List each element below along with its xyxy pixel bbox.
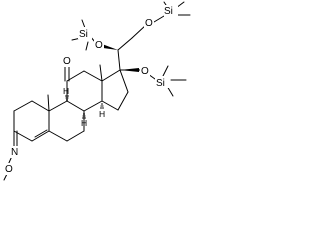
atom-labels: Si O Si O O Si O N O H H H bbox=[4, 5, 178, 175]
stereo-bonds bbox=[65, 44, 139, 119]
steroid-structure-diagram: Si O Si O O Si O N O H H H bbox=[3, 1, 191, 181]
methoxy-oxygen: O bbox=[5, 164, 13, 175]
silicon-atom-right: Si bbox=[156, 78, 165, 89]
bond-lines bbox=[3, 1, 191, 181]
ketone-oxygen: O bbox=[63, 56, 71, 67]
hydrogen-c8: H bbox=[81, 118, 87, 128]
hydrogen-c9: H bbox=[63, 86, 69, 96]
oxygen-atom-right: O bbox=[141, 66, 149, 77]
silicon-atom-left: Si bbox=[79, 29, 88, 40]
hydrogen-c14: H bbox=[99, 109, 105, 119]
oxygen-atom-top: O bbox=[145, 18, 153, 29]
silicon-atom-top: Si bbox=[164, 6, 173, 17]
oxygen-atom-left: O bbox=[95, 40, 103, 51]
oxime-nitrogen: N bbox=[11, 147, 18, 158]
